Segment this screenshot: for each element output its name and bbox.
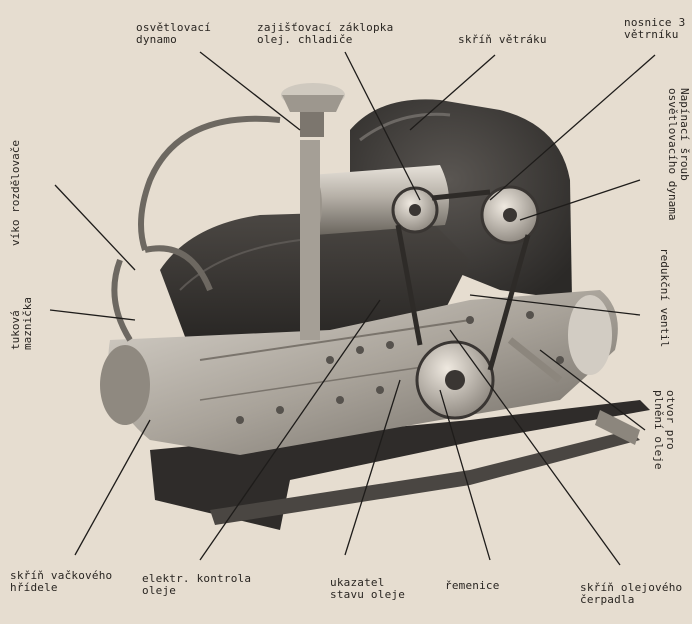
air-filter bbox=[281, 83, 345, 340]
label-nosnice: nosnice 3 větrníku bbox=[624, 16, 686, 41]
label-remenice: řemenice bbox=[445, 579, 500, 592]
oil-filler bbox=[507, 337, 640, 445]
pulleys bbox=[391, 185, 540, 420]
label-skrin-vackoveho: skříň vačkového hřídele bbox=[10, 569, 113, 594]
label-vicko: víko rozdělovače bbox=[9, 140, 22, 246]
base-frame bbox=[150, 400, 650, 530]
label-zajistovaci-zaklopka: zajišťovací záklopka olej. chladiče bbox=[257, 21, 394, 46]
label-ukazatel: ukazatel stavu oleje bbox=[330, 576, 406, 601]
bolts bbox=[236, 311, 564, 424]
belts bbox=[395, 189, 531, 371]
label-skrin-olejoveho: skříň olejového čerpadla bbox=[580, 581, 683, 606]
label-tukova: tuková maznička bbox=[9, 297, 34, 350]
label-otvor: otvor pro plnění oleje bbox=[652, 390, 677, 470]
label-elektr-kontrola: elektr. kontrola oleje bbox=[142, 572, 252, 597]
label-redukcni-ventil: redukční ventil bbox=[658, 248, 671, 348]
label-skrin-vetraku: skříň větráku bbox=[458, 33, 547, 46]
label-osvetlovaci-dynamo: osvětlovací dynamo bbox=[136, 21, 212, 46]
hoses bbox=[111, 115, 281, 342]
label-napinaci-sroub: Napínací šroub osvětlovacího dynama bbox=[666, 88, 691, 221]
leader-lines bbox=[49, 51, 656, 566]
